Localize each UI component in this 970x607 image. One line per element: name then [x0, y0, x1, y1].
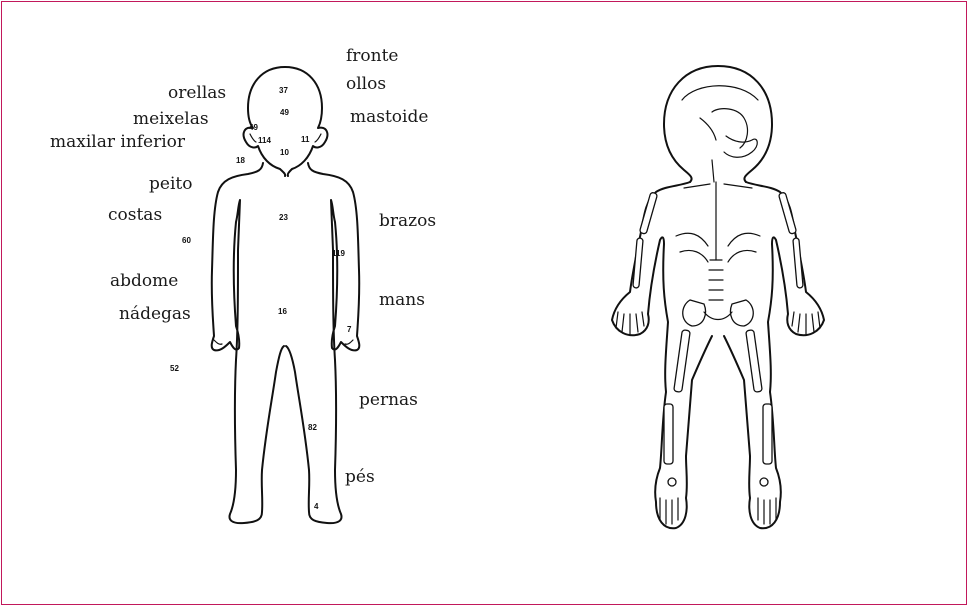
- skeleton-body-outline: [612, 66, 824, 528]
- skeleton-bones: [616, 86, 820, 524]
